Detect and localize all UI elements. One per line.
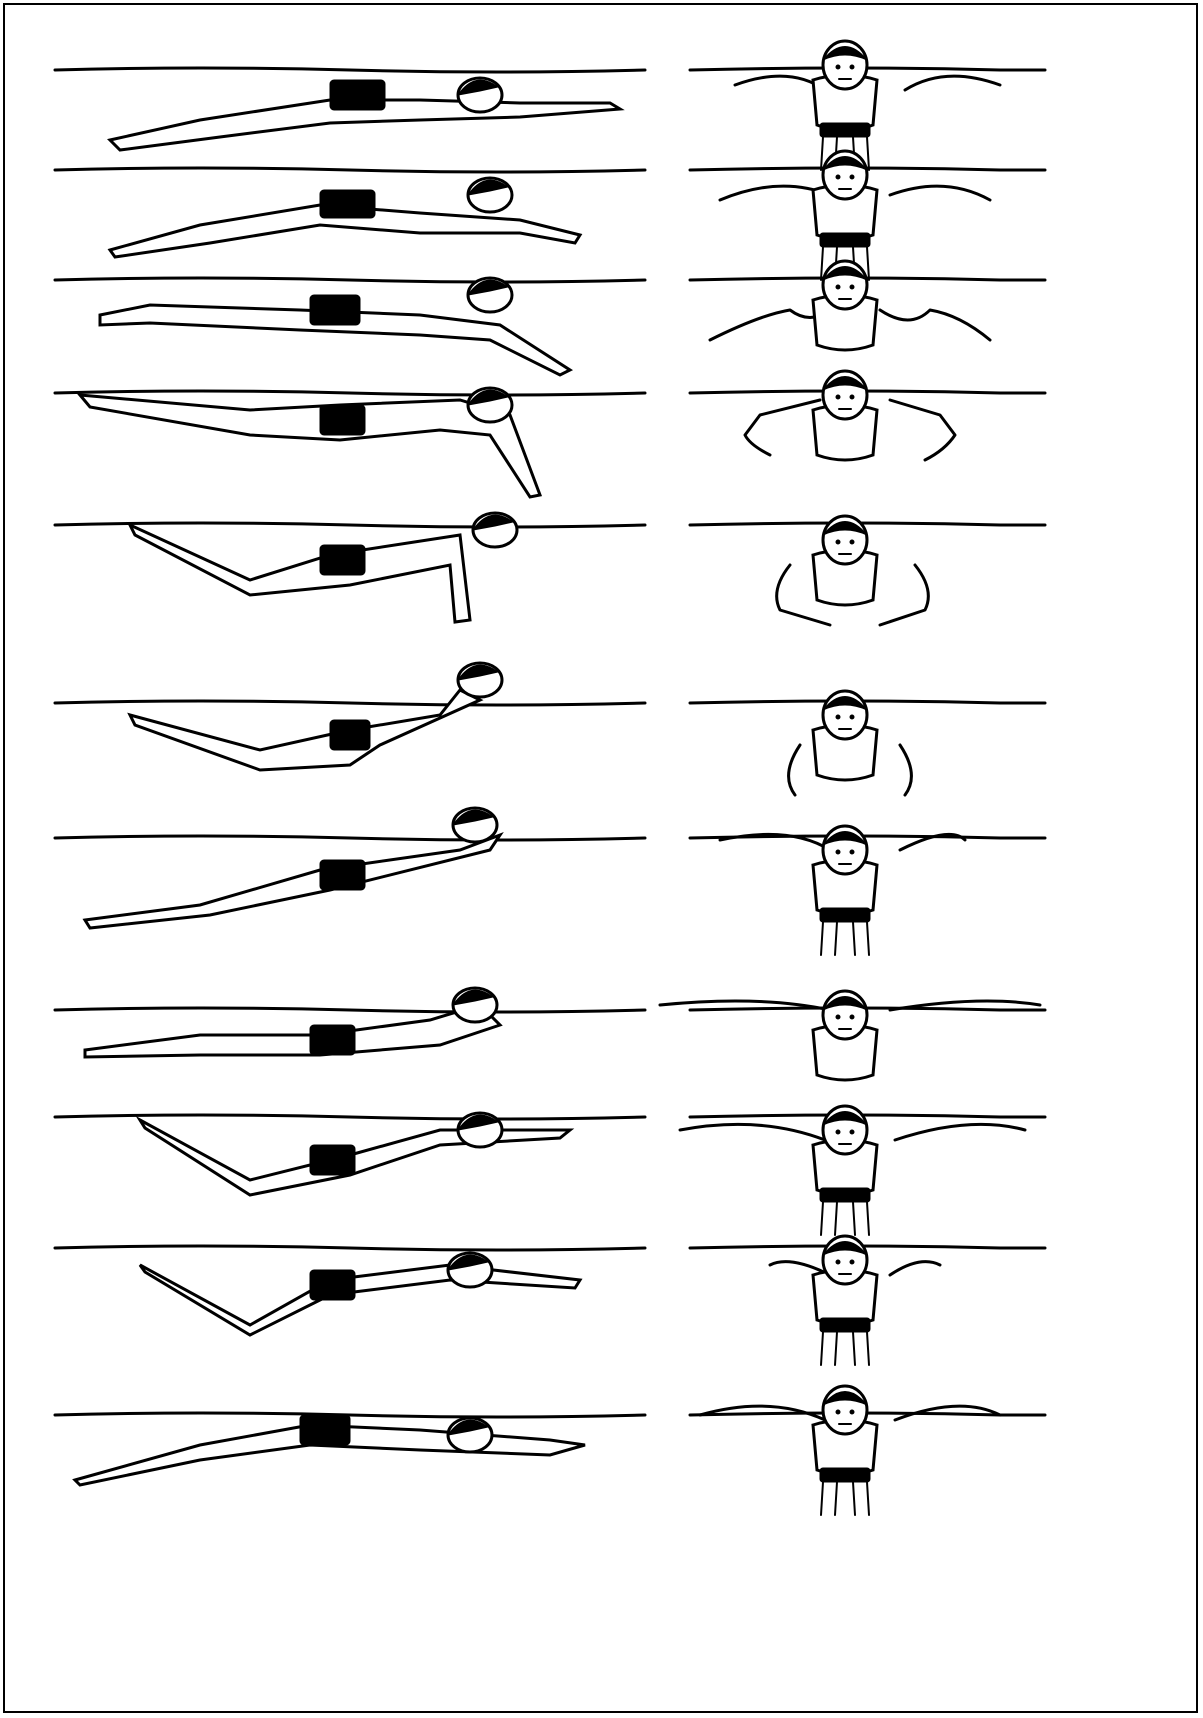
swimmer-front-view	[735, 41, 1000, 170]
water-line-side	[55, 1246, 645, 1250]
water-line-side	[55, 523, 645, 527]
water-line-side	[55, 168, 645, 172]
swimmer-side-view	[85, 988, 500, 1057]
swim-trunks	[330, 720, 370, 750]
water-line-side	[55, 1115, 645, 1119]
swim-trunks	[310, 1145, 355, 1175]
water-line-front	[690, 1115, 1045, 1117]
swimmer-side-view	[140, 1253, 580, 1335]
phase-row	[55, 988, 1045, 1080]
water-line-side	[55, 836, 645, 840]
swim-trunks	[300, 1415, 350, 1445]
swim-trunks	[310, 295, 360, 325]
swim-trunks	[320, 405, 365, 435]
swim-trunks	[330, 80, 385, 110]
water-line-front	[690, 1246, 1045, 1248]
swimmer-side-view	[75, 1415, 585, 1485]
swim-trunks	[320, 860, 365, 890]
swim-trunks	[320, 190, 375, 218]
swimmer-side-view	[110, 78, 620, 150]
swimmer-side-view	[85, 808, 500, 928]
swim-trunks	[320, 545, 365, 575]
swimmer-side-view	[100, 278, 570, 375]
swimmer-front-view	[777, 516, 929, 625]
swimmer-front-view	[720, 826, 965, 955]
phase-row	[55, 151, 1045, 280]
swimmer-front-view	[710, 261, 990, 350]
water-line-side	[55, 278, 645, 282]
swimmer-front-view	[660, 991, 1040, 1080]
water-line-side	[55, 701, 645, 705]
phase-row	[55, 371, 1045, 497]
water-line-side	[55, 391, 645, 395]
phase-row	[55, 261, 1045, 375]
water-line-front	[690, 701, 1045, 703]
swim-trunks	[310, 1025, 355, 1055]
phase-row	[55, 513, 1045, 625]
swim-trunks	[310, 1270, 355, 1300]
phase-row	[55, 1386, 1045, 1515]
swimmer-side-view	[140, 1113, 570, 1195]
phase-row	[55, 663, 1045, 795]
water-line-side	[55, 68, 645, 72]
swimmer-side-view	[110, 178, 580, 257]
water-line-side	[55, 1413, 645, 1417]
phase-row	[55, 41, 1045, 170]
swimmer-front-view	[770, 1236, 940, 1365]
swimmer-front-view	[680, 1106, 1025, 1235]
swimmer-side-view	[130, 663, 502, 770]
swimmer-front-view	[745, 371, 955, 460]
phase-row	[55, 808, 1045, 955]
phase-row	[55, 1106, 1045, 1235]
water-line-front	[690, 523, 1045, 525]
phase-row	[55, 1236, 1045, 1365]
swimmer-front-view	[789, 691, 912, 795]
swimmer-side-view	[130, 513, 517, 622]
water-line-side	[55, 1008, 645, 1012]
swimmer-front-view	[700, 1386, 1000, 1515]
swimmer-side-view	[80, 388, 540, 497]
